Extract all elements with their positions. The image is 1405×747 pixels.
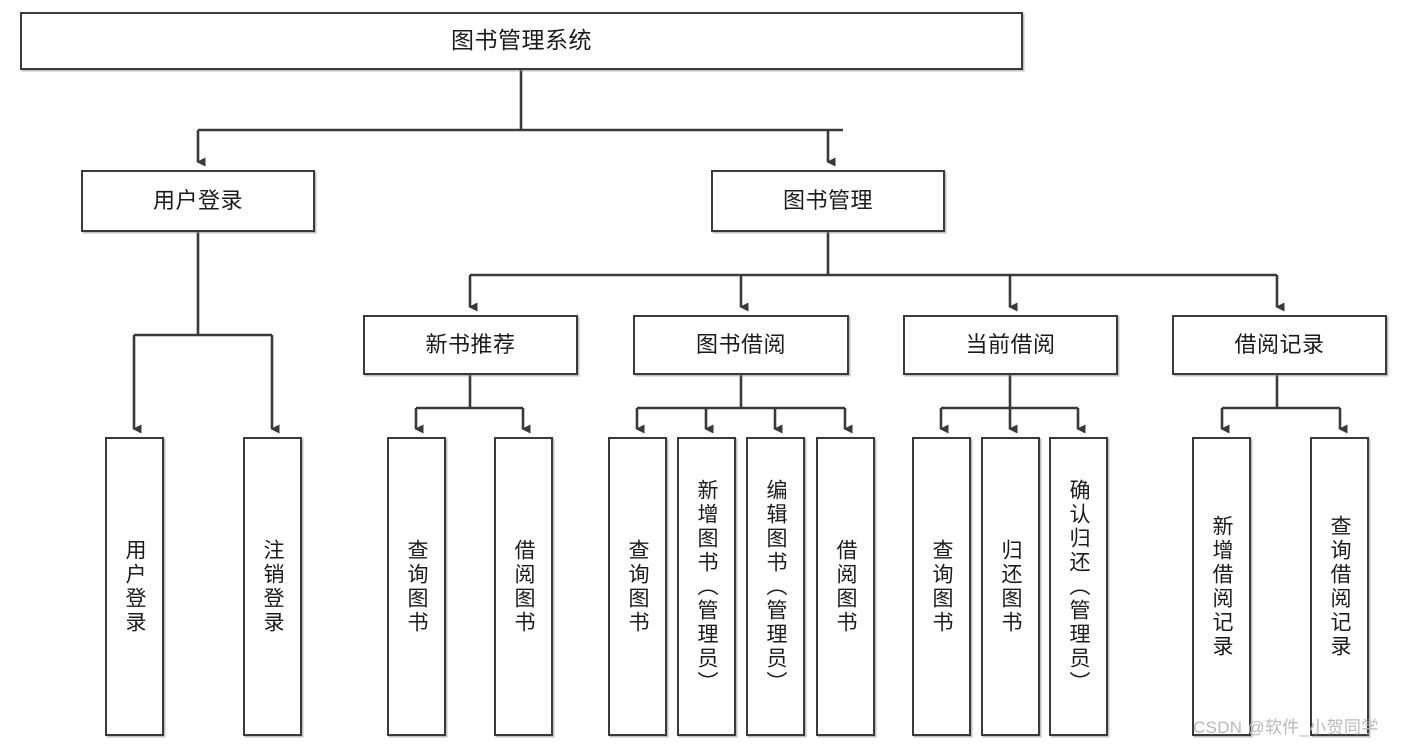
node-leaf-user-login-signout-label: 注销登录 bbox=[261, 538, 284, 635]
node-user-login[interactable]: 用户登录 bbox=[81, 170, 315, 232]
node-leaf-borrow-query-book[interactable]: 查询图书 bbox=[608, 437, 667, 736]
node-book-management-label: 图书管理 bbox=[782, 188, 873, 214]
node-borrow-record-label: 借阅记录 bbox=[1234, 332, 1325, 358]
node-leaf-record-query-label: 查询借阅记录 bbox=[1328, 514, 1351, 659]
node-leaf-current-query-book-label: 查询图书 bbox=[930, 538, 953, 635]
node-user-login-label: 用户登录 bbox=[152, 188, 243, 214]
node-book-management[interactable]: 图书管理 bbox=[711, 170, 945, 232]
node-book-borrow-label: 图书借阅 bbox=[695, 332, 786, 358]
node-new-book-recommend[interactable]: 新书推荐 bbox=[363, 315, 578, 375]
node-leaf-borrow-add-book-label: 新增图书（管理员） bbox=[695, 478, 718, 695]
node-current-borrow[interactable]: 当前借阅 bbox=[903, 315, 1118, 375]
node-leaf-borrow-edit-book-label: 编辑图书（管理员） bbox=[764, 478, 787, 695]
node-leaf-current-query-book[interactable]: 查询图书 bbox=[912, 437, 971, 736]
node-leaf-borrow-edit-book[interactable]: 编辑图书（管理员） bbox=[746, 437, 805, 736]
node-book-borrow[interactable]: 图书借阅 bbox=[633, 315, 849, 375]
node-leaf-borrow-borrow-book-label: 借阅图书 bbox=[834, 538, 857, 635]
node-leaf-current-return-book[interactable]: 归还图书 bbox=[981, 437, 1040, 736]
node-leaf-current-confirm-return-label: 确认归还（管理员） bbox=[1067, 478, 1090, 695]
node-root-system[interactable]: 图书管理系统 bbox=[20, 12, 1023, 70]
node-borrow-record[interactable]: 借阅记录 bbox=[1172, 315, 1387, 375]
node-new-book-recommend-label: 新书推荐 bbox=[425, 332, 516, 358]
node-current-borrow-label: 当前借阅 bbox=[965, 332, 1056, 358]
node-leaf-new-book-borrow-label: 借阅图书 bbox=[512, 538, 535, 635]
node-leaf-new-book-query-label: 查询图书 bbox=[405, 538, 428, 635]
node-leaf-borrow-borrow-book[interactable]: 借阅图书 bbox=[816, 437, 875, 736]
node-leaf-user-login-signin[interactable]: 用户登录 bbox=[105, 437, 164, 736]
node-leaf-borrow-query-book-label: 查询图书 bbox=[626, 538, 649, 635]
csdn-watermark: CSDN @软件_小贺同学 bbox=[1193, 718, 1379, 737]
node-leaf-user-login-signout[interactable]: 注销登录 bbox=[243, 437, 302, 736]
node-leaf-record-query[interactable]: 查询借阅记录 bbox=[1310, 437, 1369, 736]
node-root-system-label: 图书管理系统 bbox=[451, 27, 592, 54]
node-leaf-record-add-label: 新增借阅记录 bbox=[1210, 514, 1233, 659]
node-leaf-current-confirm-return[interactable]: 确认归还（管理员） bbox=[1049, 437, 1108, 736]
node-leaf-user-login-signin-label: 用户登录 bbox=[123, 538, 146, 635]
node-leaf-new-book-query[interactable]: 查询图书 bbox=[387, 437, 446, 736]
node-leaf-current-return-book-label: 归还图书 bbox=[999, 538, 1022, 635]
node-leaf-record-add[interactable]: 新增借阅记录 bbox=[1192, 437, 1251, 736]
node-leaf-borrow-add-book[interactable]: 新增图书（管理员） bbox=[677, 437, 736, 736]
node-leaf-new-book-borrow[interactable]: 借阅图书 bbox=[494, 437, 553, 736]
